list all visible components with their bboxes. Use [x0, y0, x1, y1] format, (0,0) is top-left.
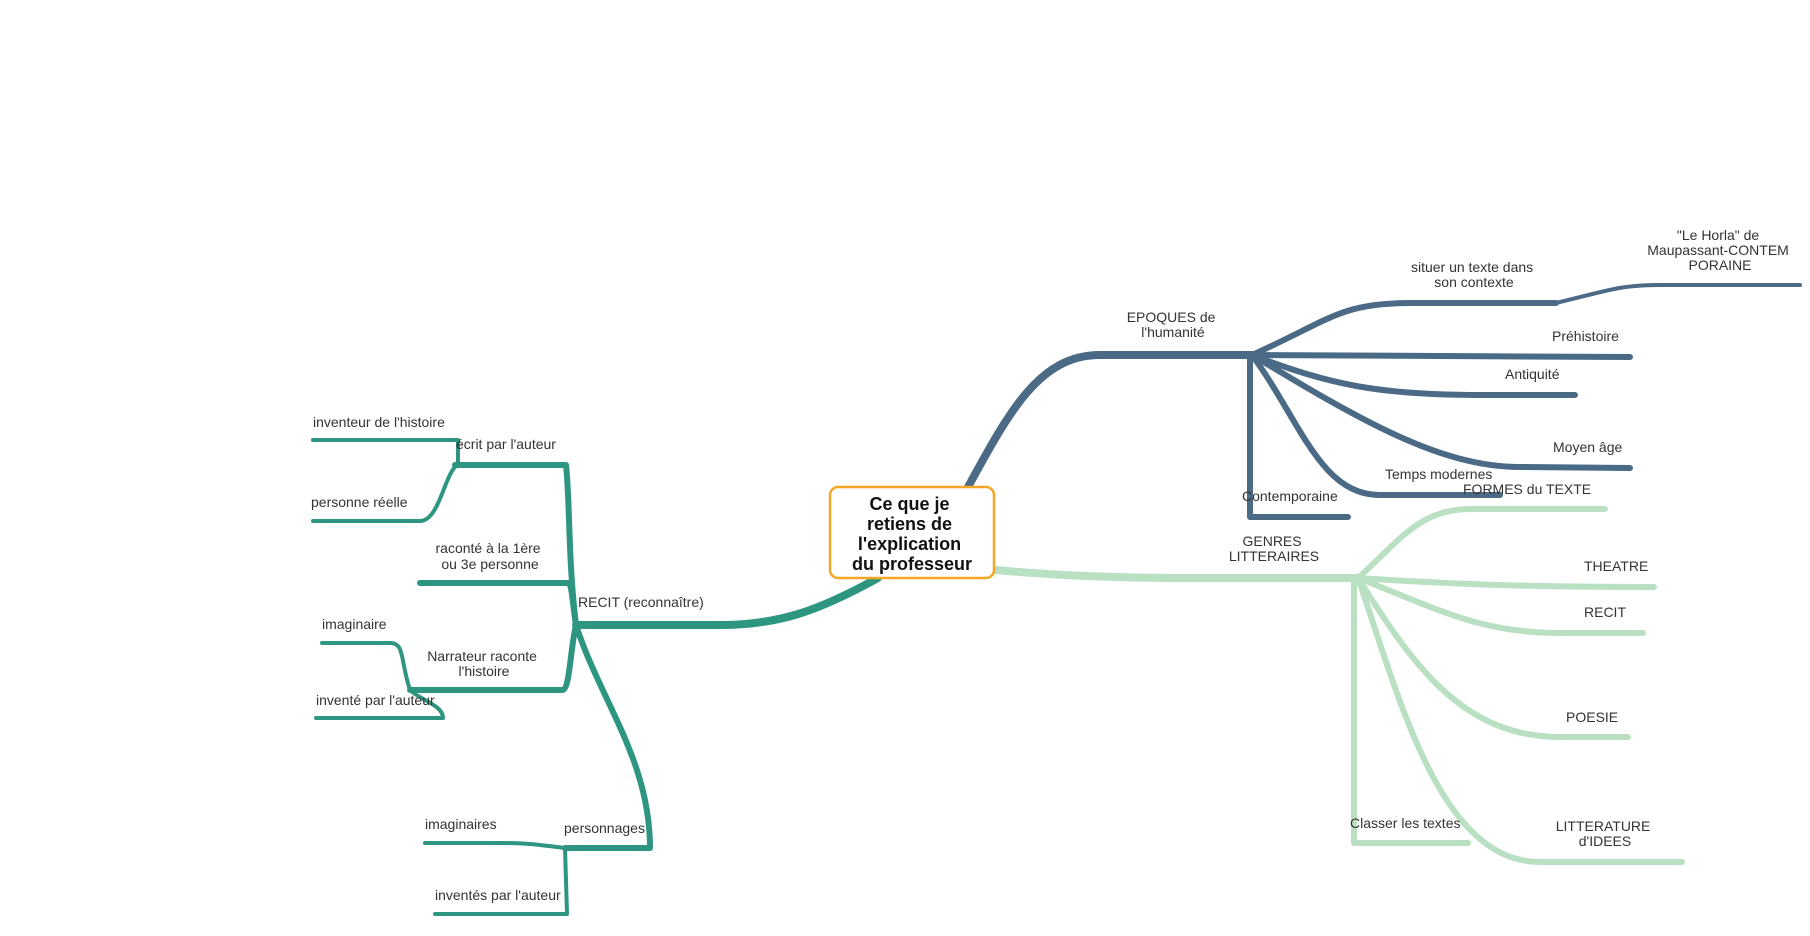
connector-narrateur-invente: [314, 688, 445, 720]
connector-epoques-moyen-age: [1249, 352, 1633, 471]
central-topic-line-3: l'explication: [858, 534, 961, 554]
labels-genres: GENRES LITTERAIRES FORMES du TEXTE THEAT…: [1229, 481, 1655, 849]
connector-center-recit: [572, 574, 882, 629]
topic-personne-reelle[interactable]: personne réelle: [311, 494, 408, 510]
branch-epoques: [964, 283, 1802, 520]
topic-contemporaine[interactable]: Contemporaine: [1242, 488, 1338, 504]
connector-epoques-situer: [1249, 300, 1559, 358]
topic-moyen-age[interactable]: Moyen âge: [1553, 439, 1622, 455]
labels-epoques: EPOQUES de l'humanité situer un texte da…: [1127, 227, 1792, 504]
topic-situer-line-1: situer un texte dans: [1411, 259, 1533, 275]
connector-narrateur-imaginaire: [320, 641, 412, 692]
connector-genres-recit: [1355, 575, 1646, 636]
connector-epoques-antiquite: [1249, 352, 1578, 398]
connector-genres-formes: [1355, 506, 1608, 581]
topic-genres-line-2: LITTERAIRES: [1229, 548, 1319, 564]
topic-horla-line-3: PORAINE: [1688, 257, 1751, 273]
central-topic-box: [828, 485, 996, 580]
topic-invente-auteur[interactable]: inventé par l'auteur: [316, 692, 435, 708]
topic-raconte-line-1: raconté à la 1ère: [436, 540, 541, 556]
connector-genres-litterature: [1355, 575, 1685, 865]
central-topic-line-4: du professeur: [852, 554, 972, 574]
connector-ecrit-personne: [311, 463, 460, 523]
connector-recit-raconte: [417, 580, 579, 628]
topic-classer-textes[interactable]: Classer les textes: [1350, 815, 1460, 831]
topic-poesie[interactable]: POESIE: [1566, 709, 1618, 725]
connector-epoques-contemporaine: [1247, 352, 1351, 520]
topic-temps-modernes[interactable]: Temps modernes: [1385, 466, 1492, 482]
topic-recit-genre[interactable]: RECIT: [1584, 604, 1626, 620]
topic-situer-texte[interactable]: situer un texte dans son contexte: [1411, 259, 1537, 290]
connector-genres-theatre: [1355, 575, 1657, 590]
central-topic-line-2: retiens de: [867, 514, 952, 534]
topic-ecrit-auteur[interactable]: écrit par l'auteur: [456, 436, 556, 452]
topic-genres-litteraires[interactable]: GENRES LITTERAIRES: [1229, 533, 1319, 564]
connector-genres-poesie: [1355, 575, 1631, 740]
topic-imaginaire[interactable]: imaginaire: [322, 616, 387, 632]
topic-prehistoire[interactable]: Préhistoire: [1552, 328, 1619, 344]
central-topic-title: Ce que je retiens de l'explication du pr…: [852, 494, 972, 574]
connector-center-epoques: [964, 351, 1256, 491]
topic-raconte-line-2: ou 3e personne: [441, 556, 539, 572]
central-topic[interactable]: Ce que je retiens de l'explication du pr…: [828, 485, 996, 580]
topic-litterature-line-1: LITTERATURE: [1556, 818, 1651, 834]
topic-inventeur-histoire[interactable]: inventeur de l'histoire: [313, 414, 445, 430]
connector-personnages-imaginaires: [423, 841, 567, 850]
topic-epoques-line-1: EPOQUES de: [1127, 309, 1216, 325]
connector-recit-personnages: [562, 622, 653, 851]
connector-personnages-inventes: [433, 846, 569, 916]
topic-personnages[interactable]: personnages: [564, 820, 645, 836]
connector-recit-narrateur: [407, 622, 579, 693]
topic-narrateur-raconte[interactable]: Narrateur raconte l'histoire: [427, 648, 541, 679]
topic-genres-line-1: GENRES: [1242, 533, 1301, 549]
topic-antiquite[interactable]: Antiquité: [1505, 366, 1560, 382]
branch-genres: [992, 506, 1685, 865]
topic-narrateur-line-1: Narrateur raconte: [427, 648, 537, 664]
topic-formes-texte[interactable]: FORMES du TEXTE: [1463, 481, 1591, 497]
topic-narrateur-line-2: l'histoire: [459, 663, 510, 679]
topic-raconte-personne[interactable]: raconté à la 1ère ou 3e personne: [436, 540, 545, 572]
connector-center-genres: [992, 566, 1362, 582]
labels-recit: RECIT (reconnaître) écrit par l'auteur i…: [311, 414, 704, 903]
topic-situer-line-2: son contexte: [1434, 274, 1514, 290]
topic-epoques[interactable]: EPOQUES de l'humanité: [1127, 309, 1220, 340]
connector-genres-classer: [1351, 577, 1471, 846]
topic-horla-line-1: "Le Horla" de: [1677, 227, 1760, 243]
topic-horla-line-2: Maupassant-CONTEM: [1647, 242, 1789, 258]
topic-recit-reconnaitre[interactable]: RECIT (reconnaître): [578, 594, 704, 610]
connector-ecrit-inventeur: [311, 438, 460, 467]
topic-litterature-line-2: d'IDEES: [1579, 833, 1631, 849]
topic-imaginaires[interactable]: imaginaires: [425, 816, 497, 832]
topic-litterature-idees[interactable]: LITTERATURE d'IDEES: [1556, 818, 1655, 849]
connector-epoques-prehistoire: [1249, 352, 1633, 360]
connector-epoques-temps-modernes: [1249, 352, 1503, 498]
central-topic-line-1: Ce que je: [869, 494, 949, 514]
connector-situer-horla: [1554, 283, 1802, 305]
topic-epoques-line-2: l'humanité: [1141, 324, 1205, 340]
topic-theatre[interactable]: THEATRE: [1584, 558, 1648, 574]
topic-le-horla[interactable]: "Le Horla" de Maupassant-CONTEM PORAINE: [1647, 227, 1792, 273]
topic-inventes-auteur[interactable]: inventés par l'auteur: [435, 887, 561, 903]
branch-recit: [311, 438, 882, 916]
